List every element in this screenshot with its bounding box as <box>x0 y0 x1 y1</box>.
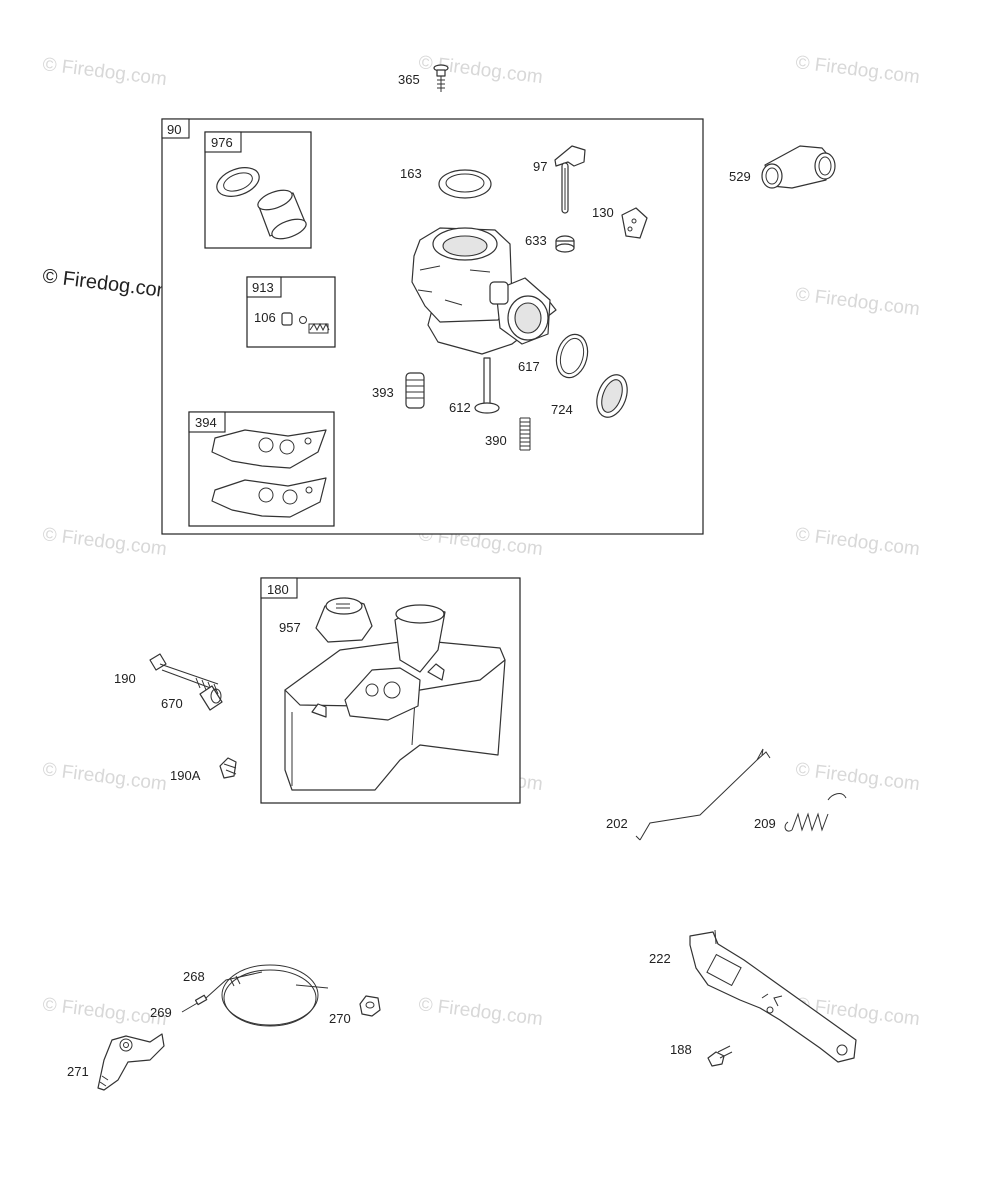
svg-text:188: 188 <box>670 1042 692 1057</box>
svg-text:202: 202 <box>606 816 628 831</box>
carburetor-kit-group: 90 976 913 106 394 <box>161 118 704 535</box>
svg-text:633: 633 <box>525 233 547 248</box>
part-label-365: 365 <box>398 72 420 87</box>
part-label-106: 106 <box>254 310 276 325</box>
cover-kit-976[interactable]: 976 <box>204 131 312 249</box>
ring-724[interactable]: 724 <box>551 371 633 422</box>
svg-text:390: 390 <box>485 433 507 448</box>
watermark: © Firedog.com <box>794 284 921 320</box>
svg-text:393: 393 <box>372 385 394 400</box>
spacer-670[interactable]: 670 <box>161 685 223 711</box>
svg-text:957: 957 <box>279 620 301 635</box>
watermark: © Firedog.com <box>794 759 921 795</box>
watermark: © Firedog.com <box>794 524 921 560</box>
svg-text:670: 670 <box>161 696 183 711</box>
svg-text:617: 617 <box>518 359 540 374</box>
spring-209[interactable]: 209 <box>754 793 847 832</box>
watermark-dark: © Firedog.com <box>41 265 174 303</box>
group-label-913: 913 <box>252 280 274 295</box>
svg-text:222: 222 <box>649 951 671 966</box>
svg-text:268: 268 <box>183 969 205 984</box>
svg-text:190A: 190A <box>170 768 201 783</box>
svg-text:724: 724 <box>551 402 573 417</box>
choke-97[interactable]: 97 <box>533 145 586 214</box>
svg-text:269: 269 <box>150 1005 172 1020</box>
stem-612[interactable]: 612 <box>449 357 500 415</box>
elbow-529[interactable]: 529 <box>729 145 836 189</box>
watermark: © Firedog.com <box>41 524 168 560</box>
svg-text:529: 529 <box>729 169 751 184</box>
group-label-90: 90 <box>167 122 181 137</box>
oring-617[interactable]: 617 <box>518 331 592 381</box>
svg-text:190: 190 <box>114 671 136 686</box>
svg-text:97: 97 <box>533 159 547 174</box>
tank-tag <box>260 577 298 599</box>
link-rod-202[interactable]: 202 <box>606 748 771 841</box>
cable-end-269[interactable]: 269 <box>150 994 208 1020</box>
copyright-symbol: © <box>41 54 57 77</box>
watermark: © Firedog.com <box>41 54 168 90</box>
watermark: © Firedog.com <box>41 759 168 795</box>
spring-393[interactable]: 393 <box>372 372 425 409</box>
fuel-tank-group: 180 957 <box>260 577 521 804</box>
watermark: © Firedog.com <box>41 994 168 1030</box>
watermark: © Firedog.com <box>794 52 921 88</box>
gasket-163[interactable]: 163 <box>400 166 492 199</box>
group-label-180: 180 <box>267 582 289 597</box>
group-label-976: 976 <box>211 135 233 150</box>
kit-tag <box>161 118 190 139</box>
watermark: © Firedog.com <box>417 994 544 1030</box>
cable-268[interactable]: 268 <box>183 964 329 1027</box>
svg-text:270: 270 <box>329 1011 351 1026</box>
fuel-cap-957[interactable]: 957 <box>279 597 373 643</box>
carburetor-body[interactable] <box>411 227 557 355</box>
screw-188[interactable]: 188 <box>670 1042 733 1067</box>
fuel-tank[interactable] <box>284 604 506 791</box>
gasket-kit-394[interactable]: 394 <box>188 411 335 527</box>
seal-633[interactable]: 633 <box>525 233 575 253</box>
needle-kit-913[interactable]: 913 106 <box>246 276 336 348</box>
screw-190A[interactable]: 190A <box>170 757 237 783</box>
nut-270[interactable]: 270 <box>329 995 381 1026</box>
svg-text:271: 271 <box>67 1064 89 1079</box>
lever-271[interactable]: 271 <box>67 1033 165 1091</box>
bracket-222[interactable]: 222 <box>649 929 857 1063</box>
svg-text:209: 209 <box>754 816 776 831</box>
screw-365[interactable]: 365 <box>398 64 449 92</box>
svg-text:163: 163 <box>400 166 422 181</box>
svg-text:612: 612 <box>449 400 471 415</box>
bolt-190[interactable]: 190 <box>114 653 219 695</box>
plate-130[interactable]: 130 <box>592 205 648 239</box>
svg-text:130: 130 <box>592 205 614 220</box>
group-label-394: 394 <box>195 415 217 430</box>
spring-390[interactable]: 390 <box>485 417 531 451</box>
